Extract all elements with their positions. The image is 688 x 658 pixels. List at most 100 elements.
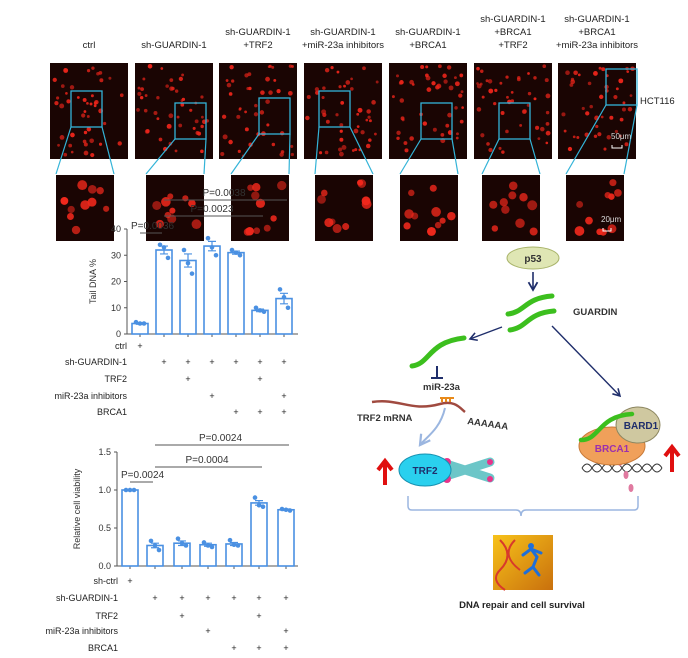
y-tick-label: 30 (111, 250, 121, 260)
condition-mark: + (179, 593, 184, 603)
data-point (260, 504, 266, 510)
data-point (123, 487, 129, 493)
trf2-label: TRF2 (413, 466, 438, 477)
p53-label: p53 (524, 254, 542, 265)
condition-mark: + (231, 643, 236, 653)
data-point (256, 502, 262, 508)
condition-label: sh-GUARDIN-1 (56, 593, 118, 603)
data-point (148, 538, 154, 544)
data-point (257, 308, 263, 313)
condition-mark: + (257, 374, 262, 384)
panel-label: sh-GUARDIN-1 (564, 14, 629, 25)
zoom-region-box (70, 90, 103, 128)
data-point (209, 544, 215, 550)
brca1-label: BRCA1 (595, 444, 630, 455)
y-tick-label: 1.5 (98, 447, 111, 457)
condition-mark: + (233, 357, 238, 367)
data-point (287, 508, 293, 513)
data-point (127, 487, 133, 493)
trf2-node (398, 453, 452, 487)
data-point (185, 260, 191, 266)
condition-label: TRF2 (105, 374, 128, 384)
panel-label: +BRCA1 (494, 27, 531, 38)
data-point (161, 245, 167, 250)
panel-label: +TRF2 (243, 40, 272, 51)
zoom-region-box (258, 97, 291, 135)
condition-label: ctrl (115, 341, 127, 351)
bar (203, 245, 221, 335)
data-point (157, 242, 163, 248)
condition-mark: + (257, 357, 262, 367)
trf2-mrna-label: TRF2 mRNA (357, 413, 413, 424)
panel-label: sh-GUARDIN-1 (141, 40, 206, 51)
scale-bar-high-label: 20μm (601, 215, 622, 224)
condition-mark: + (283, 643, 288, 653)
bar (277, 508, 295, 567)
data-point (261, 309, 267, 314)
scale-bar-50um: 50μm (611, 132, 632, 149)
dna-helix-icon (581, 463, 663, 473)
bar (250, 502, 268, 567)
condition-label: sh-ctrl (94, 576, 119, 586)
p-value-label: P=0.0024 (121, 470, 165, 481)
data-point (205, 543, 211, 548)
micrograph-image (219, 63, 297, 159)
condition-mark: + (127, 576, 132, 586)
p-value-label: P=0.0024 (199, 433, 243, 444)
y-tick-label: 0.5 (98, 523, 111, 533)
condition-mark: + (205, 626, 210, 636)
condition-mark: + (209, 391, 214, 401)
bar (227, 251, 245, 335)
condition-mark: + (256, 611, 261, 621)
trf2-mrna-icon (371, 400, 466, 413)
guardin-label: GUARDIN (573, 307, 617, 318)
p-value-label: P=0.0023 (190, 204, 234, 215)
data-point (209, 245, 215, 250)
data-point (285, 305, 291, 311)
data-point (237, 252, 243, 258)
data-point (205, 235, 211, 241)
panel-label: sh-GUARDIN-1 (480, 14, 545, 25)
cell-line-label: HCT116 (640, 96, 675, 107)
mir23a-label: miR-23a (423, 382, 461, 393)
data-point (165, 255, 171, 261)
data-point (152, 543, 158, 548)
condition-mark: + (179, 611, 184, 621)
scale-bar-low-label: 50μm (611, 132, 632, 141)
panel-label: +miR-23a inhibitors (556, 40, 638, 51)
y-axis-label: Relative cell viability (72, 468, 82, 549)
polya-label: AAAAAA (467, 416, 509, 433)
bar (225, 543, 243, 567)
pathway-diagram: p53 GUARDIN miR-23a TRF2 mRNA AAAAAA TRF… (357, 246, 681, 611)
zoom-region-box (174, 102, 207, 140)
y-tick-label: 1.0 (98, 485, 111, 495)
y-tick-label: 10 (111, 303, 121, 313)
condition-mark: + (281, 407, 286, 417)
data-point (201, 540, 207, 545)
data-point (252, 495, 258, 500)
condition-mark: + (185, 374, 190, 384)
data-point (213, 252, 219, 258)
panel-label: +BRCA1 (409, 40, 446, 51)
data-point (283, 507, 289, 513)
data-point (231, 542, 237, 548)
zoom-region-box (605, 68, 638, 106)
data-point (179, 540, 185, 546)
condition-label: sh-GUARDIN-1 (65, 357, 127, 367)
data-point (279, 506, 285, 512)
p-value-label: P=0.0004 (185, 455, 229, 466)
condition-mark: + (256, 643, 261, 653)
micrograph-image (474, 63, 552, 159)
panel-label: sh-GUARDIN-1 (310, 27, 375, 38)
y-tick-label: 20 (111, 277, 121, 287)
bar (179, 259, 197, 335)
y-tick-label: 0 (116, 329, 121, 339)
data-point (277, 287, 283, 292)
guardin-rna-icon (505, 293, 557, 333)
condition-mark: + (283, 593, 288, 603)
panel-label: +BRCA1 (578, 27, 615, 38)
zoom-region-box (420, 102, 453, 140)
data-point (156, 547, 162, 553)
